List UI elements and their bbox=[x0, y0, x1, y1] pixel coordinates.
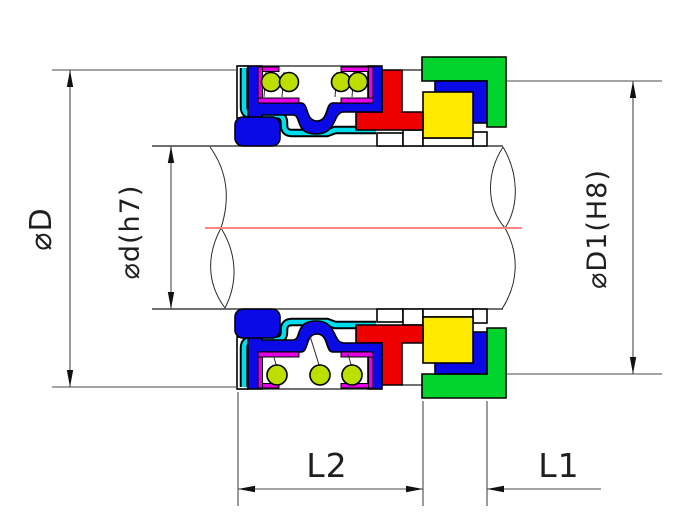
top-seal-assembly bbox=[234, 56, 507, 147]
spring-coil bbox=[260, 71, 282, 93]
spacer-ring-b bbox=[402, 129, 424, 147]
elastomer-liner bbox=[239, 68, 376, 138]
dimension-L2: L2 bbox=[237, 392, 424, 506]
shaft bbox=[152, 145, 522, 310]
label-phi-D: ⌀D bbox=[24, 207, 59, 250]
retainer-strip bbox=[257, 97, 300, 104]
shaft-break-left bbox=[209, 146, 235, 309]
retainer-strip bbox=[340, 97, 374, 104]
label-L2: L2 bbox=[306, 446, 347, 485]
spring-retainer bbox=[257, 66, 374, 104]
spacer-ring-d bbox=[472, 131, 488, 147]
label-phi-D1: ⌀D1(H8) bbox=[582, 169, 613, 289]
spring-coil bbox=[278, 71, 300, 93]
spring-coil bbox=[341, 364, 363, 386]
drive-collar bbox=[234, 116, 281, 147]
spring-coils-bottom bbox=[266, 335, 363, 386]
label-phi-d: ⌀d(h7) bbox=[115, 185, 146, 280]
dimension-phi-d: ⌀d(h7) bbox=[115, 146, 175, 309]
spring-coil bbox=[330, 71, 352, 93]
spring-coil bbox=[309, 364, 331, 386]
label-L1: L1 bbox=[538, 446, 579, 485]
dimension-phi-D1: ⌀D1(H8) bbox=[506, 80, 662, 375]
dimension-L1: L1 bbox=[486, 401, 601, 506]
spring-coil bbox=[266, 364, 288, 386]
gland-plate bbox=[421, 56, 507, 128]
dimension-phi-D: ⌀D bbox=[24, 69, 237, 388]
spring-coils-top bbox=[260, 71, 369, 98]
spacer-ring-a bbox=[376, 132, 404, 147]
spacer-ring-c bbox=[422, 137, 474, 147]
spring-coil bbox=[347, 71, 369, 93]
shaft-break-right bbox=[490, 146, 516, 310]
stationary-seat bbox=[422, 91, 474, 139]
